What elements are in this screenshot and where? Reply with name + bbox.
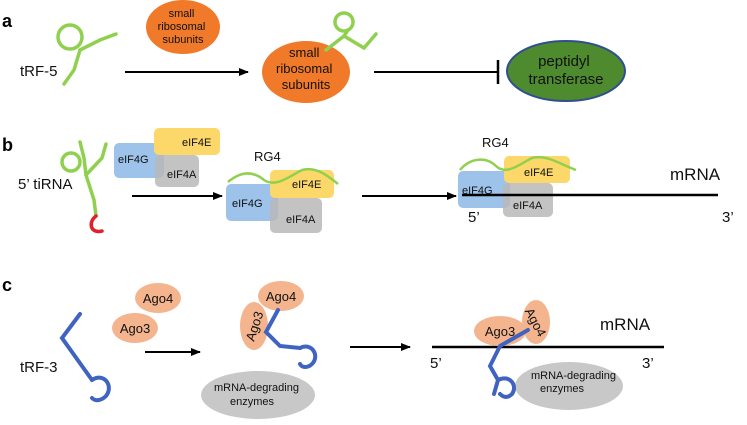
mrna-label-b: mRNA <box>670 165 721 184</box>
trf3-molecule <box>59 312 111 403</box>
three-prime-b: 3’ <box>722 209 734 226</box>
degrading-enzymes-1 <box>201 371 315 419</box>
panel-c: c tRF-3 Ago4 Ago3 Ago4 Ago3 mRNA-degradi… <box>2 275 664 419</box>
eif4e-2 <box>270 170 334 198</box>
peptidyl-transferase <box>506 40 626 102</box>
five-prime-c: 5’ <box>430 355 442 372</box>
eif4e-3-label: eIF4E <box>524 167 553 179</box>
ago4-1 <box>135 283 181 313</box>
ago4-3 <box>522 300 550 344</box>
panel-letter-a: a <box>2 11 13 31</box>
degrading-enzymes-1-label: mRNA-degrading enzymes <box>214 382 302 408</box>
ago3-1 <box>112 313 158 343</box>
rg4-strand-1 <box>227 167 339 185</box>
trf3-bound-1 <box>263 308 318 369</box>
eif4a-3 <box>503 183 553 217</box>
ago4-1-label: Ago4 <box>143 291 173 306</box>
eif4g-1-label: eIF4G <box>118 154 149 166</box>
tirna-label: 5’ tiRNA <box>18 176 72 193</box>
trf3-bound-2 <box>487 328 530 399</box>
peptidyl-transferase-label: peptidyl transferase <box>528 53 603 88</box>
rg4-strand-2 <box>459 155 577 172</box>
eif4e-1 <box>154 128 220 155</box>
ago3-2 <box>240 302 268 350</box>
ribosome-1-label: small ribosomal subunits <box>158 8 209 46</box>
eif4a-2 <box>270 198 322 233</box>
ribosome-1 <box>146 0 220 54</box>
trf5-molecule <box>56 23 118 86</box>
ago3-1-label: Ago3 <box>120 321 150 336</box>
panel-b: b 5’ tiRNA eIF4G eIF4E eIF4A RG4 eIF4G e… <box>2 128 734 234</box>
trf5-bound <box>324 11 378 52</box>
eif4a-1 <box>155 155 199 187</box>
ago3-3-label: Ago3 <box>485 324 515 339</box>
panel-a: a tRF-5 small ribosomal subunits small r… <box>2 0 626 103</box>
mrna-label-c: mRNA <box>600 315 651 334</box>
eif4e-3 <box>504 156 570 183</box>
panel-letter-c: c <box>2 275 12 295</box>
degrading-enzymes-2 <box>515 362 623 410</box>
eif4e-2-label: eIF4E <box>292 179 321 191</box>
tirna-molecule <box>60 140 108 218</box>
eif4a-1-label: eIF4A <box>167 169 197 181</box>
trf3-label: tRF-3 <box>20 359 58 376</box>
eif4g-3 <box>458 171 510 208</box>
rg4-label-2: RG4 <box>482 135 509 150</box>
eif4g-3-label: eIF4G <box>462 185 493 197</box>
eif4g-2 <box>226 184 278 221</box>
five-prime-b: 5’ <box>468 209 480 226</box>
eif4g-2-label: eIF4G <box>232 198 263 210</box>
tirna-red-end <box>89 214 104 234</box>
trf5-label: tRF-5 <box>20 63 58 80</box>
ago4-2-label: Ago4 <box>266 289 296 304</box>
eif4a-3-label: eIF4A <box>513 200 543 212</box>
ago4-2 <box>258 281 304 311</box>
degrading-enzymes-2-label: mRNA-degrading enzymes <box>531 370 619 395</box>
eif4g-1 <box>114 143 164 178</box>
ribosome-2 <box>262 41 350 103</box>
eif4a-2-label: eIF4A <box>286 214 316 226</box>
three-prime-c: 3’ <box>642 355 654 372</box>
panel-letter-b: b <box>2 135 13 155</box>
ribosome-2-label: small ribosomal subunits <box>276 45 336 92</box>
eif4e-1-label: eIF4E <box>182 137 211 149</box>
rg4-label-1: RG4 <box>254 149 281 164</box>
